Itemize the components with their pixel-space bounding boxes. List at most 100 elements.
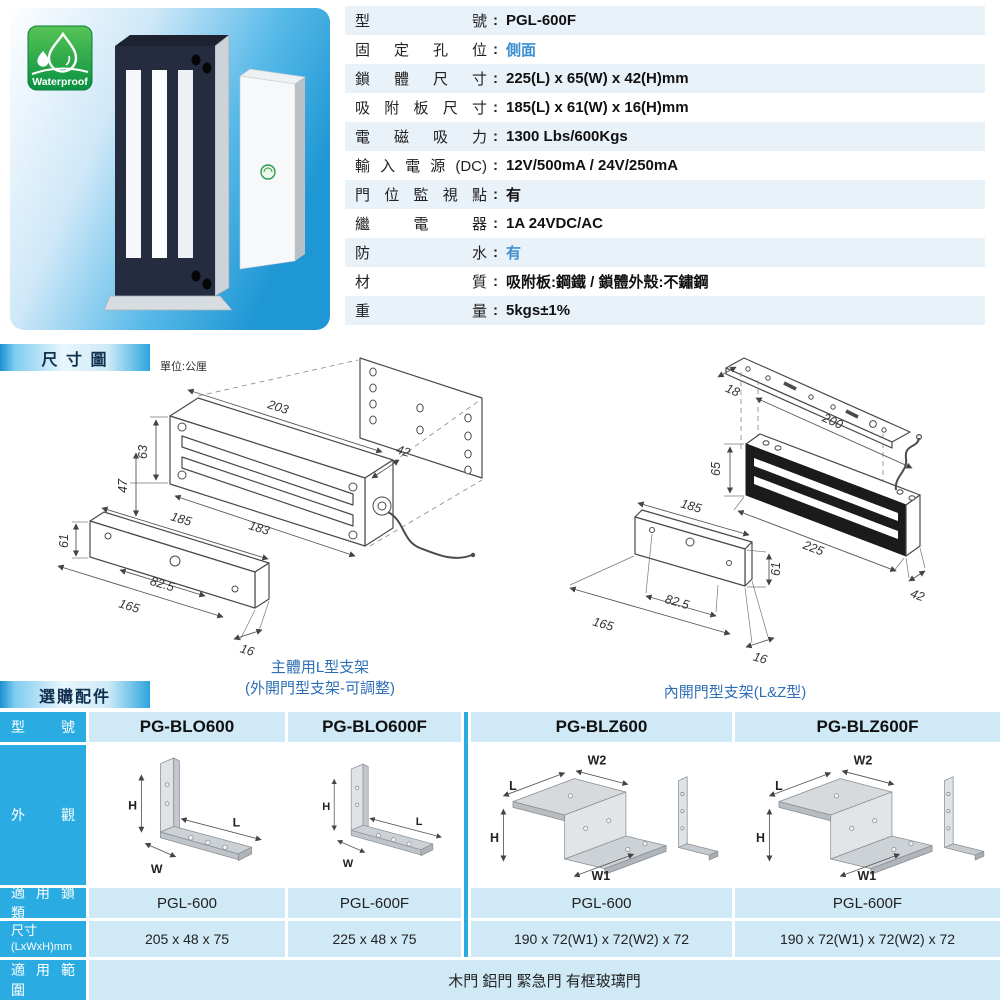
size-label-line2: (LxWxH)mm [11, 941, 73, 953]
accessory-model: PG-BLO600 [139, 717, 235, 736]
dim-65: 65 [709, 462, 723, 476]
group-divider [464, 712, 468, 957]
bracket-dim-l: L [775, 779, 783, 793]
row-label-model: 型 號 [0, 712, 86, 742]
bracket-dim-w: W [342, 858, 353, 870]
spec-colon: : [493, 70, 498, 87]
size-value: 190 x 72(W1) x 72(W2) x 72 [513, 931, 690, 947]
spec-value: 1A 24VDC/AC [506, 215, 603, 232]
spec-row-weight: 重 量:5kgs±1% [345, 296, 985, 325]
spec-colon: : [493, 244, 498, 261]
l-bracket-image: H W L [128, 757, 262, 876]
bracket-dim-w: W [151, 862, 163, 876]
dim-42-right: 42 [908, 586, 926, 604]
size-cell: 205 x 48 x 75 [89, 921, 285, 957]
spec-row-holding-force: 電 磁 吸 力:1300 Lbs/600Kgs [345, 122, 985, 151]
dimension-diagram-right: 18 200 65 225 42 185 61 82.5 165 1 [569, 357, 926, 667]
size-cell: 225 x 48 x 75 [288, 921, 461, 957]
bracket-dim-h: H [756, 831, 765, 845]
size-label-line1: 尺寸 [11, 923, 38, 938]
row-label-range: 適 用 範 圍 [0, 960, 86, 1000]
bracket-dim-l: L [415, 816, 422, 828]
appearance-cell: H W L [89, 745, 285, 885]
bracket-dim-h: H [322, 801, 330, 813]
bracket-dim-h: H [490, 831, 499, 845]
spec-label: 重 量 [355, 303, 487, 320]
bracket-dim-w2: W2 [853, 753, 872, 767]
lock-type-value: PGL-600 [571, 894, 632, 912]
spec-colon: : [493, 186, 498, 203]
lock-type-value: PGL-600F [832, 894, 903, 912]
accessory-model: PG-BLZ600 [555, 717, 648, 736]
appearance-cell: W2 L H W1 [735, 745, 1000, 885]
lock-type-cell: PGL-600F [735, 888, 1000, 918]
dimension-diagram-left: 203 63 47 42 183 185 61 82.5 165 16 [57, 357, 483, 659]
spec-label: 門 位 監 視 點 [355, 187, 487, 204]
lock-type-cell: PGL-600 [471, 888, 732, 918]
dim-61: 61 [57, 534, 71, 548]
waterproof-badge: Waterproof [27, 25, 93, 91]
spec-label: 鎖 體 尺 寸 [355, 71, 487, 88]
accessory-model-cell: PG-BLZ600 [471, 712, 732, 742]
dim-16-right: 16 [751, 650, 768, 667]
armature-plate-image [239, 68, 306, 270]
appearance-cell: W2 L H W1 [471, 745, 732, 885]
size-value: 225 x 48 x 75 [332, 931, 417, 947]
plate-logo [260, 164, 276, 180]
spec-value: 吸附板:鋼鐵 / 鎖體外殼:不鏽鋼 [506, 274, 709, 291]
spec-colon: : [493, 12, 498, 29]
application-range-value: 木門 鋁門 緊急門 有框玻璃門 [448, 972, 641, 990]
bracket-dim-l: L [233, 815, 241, 829]
spec-label: 吸 附 板 尺 寸 [355, 100, 487, 117]
right-bracket-caption: 內開門型支架(L&Z型) [663, 684, 807, 701]
spec-label: 型 號 [355, 13, 487, 30]
bracket-dim-l: L [509, 779, 517, 793]
spec-row-relay: 繼 電 器:1A 24VDC/AC [345, 209, 985, 238]
accessories-table: 型 號 PG-BLO600 PG-BLO600F PG-BLZ600 PG-BL… [0, 712, 1000, 1000]
spec-value: 12V/500mA / 24V/250mA [506, 157, 679, 174]
lock-body-drawing-right [745, 433, 923, 557]
spec-table: 型 號:PGL-600F 固 定 孔 位:側面 鎖 體 尺 寸:225(L) x… [345, 6, 985, 325]
dim-183: 183 [247, 518, 271, 538]
spec-label: 材 質 [355, 274, 487, 291]
spec-value: 側面 [506, 42, 537, 59]
spec-row-plate-size: 吸 附 板 尺 寸:185(L) x 61(W) x 16(H)mm [345, 93, 985, 122]
cable-drawing [387, 511, 473, 559]
waterproof-label: Waterproof [32, 76, 88, 88]
dim-185-right: 185 [679, 497, 703, 516]
spec-label: 繼 電 器 [355, 216, 487, 233]
dim-203: 203 [265, 397, 290, 417]
caption-line2: (外開門型支架-可調整) [245, 680, 395, 697]
bracket-dim-h: H [128, 798, 137, 812]
dimension-lines-left: 203 63 47 42 183 185 61 82.5 165 16 [57, 388, 412, 659]
spec-colon: : [493, 157, 498, 174]
dim-165-right: 165 [591, 615, 615, 634]
spec-label: 輸 入 電 源 (DC) [355, 158, 487, 175]
spec-value: 有 [506, 245, 522, 262]
lock-type-value: PGL-600F [339, 894, 410, 912]
dim-61-right: 61 [769, 562, 783, 576]
dim-42: 42 [394, 442, 412, 460]
spec-row-power: 輸 入 電 源 (DC):12V/500mA / 24V/250mA [345, 151, 985, 180]
spec-row-waterproof: 防 水:有 [345, 238, 985, 267]
bracket-dim-w1: W1 [591, 869, 610, 882]
spec-value: 5kgs±1% [506, 302, 571, 319]
spec-row-mounting: 固 定 孔 位:側面 [345, 35, 985, 64]
row-label-appearance: 外 觀 [0, 745, 86, 885]
size-value: 190 x 72(W1) x 72(W2) x 72 [779, 931, 956, 947]
size-value: 205 x 48 x 75 [144, 931, 230, 947]
spec-colon: : [493, 302, 498, 319]
z-bracket-image: W2 L H W1 [756, 753, 984, 882]
spec-row-model: 型 號:PGL-600F [345, 6, 985, 35]
product-photo: Waterproof [10, 8, 330, 330]
dim-165: 165 [117, 596, 141, 616]
dim-16: 16 [238, 641, 255, 658]
application-range-cell: 木門 鋁門 緊急門 有框玻璃門 [89, 960, 1000, 1000]
armature-plate-drawing-right [634, 509, 753, 587]
spec-label: 固 定 孔 位 [355, 42, 487, 59]
l-bracket-image: H W L [322, 763, 442, 870]
size-cell: 190 x 72(W1) x 72(W2) x 72 [471, 921, 732, 957]
dimension-section-header: 尺 寸 圖 [0, 344, 150, 371]
spec-row-lock-size: 鎖 體 尺 寸:225(L) x 65(W) x 42(H)mm [345, 64, 985, 93]
